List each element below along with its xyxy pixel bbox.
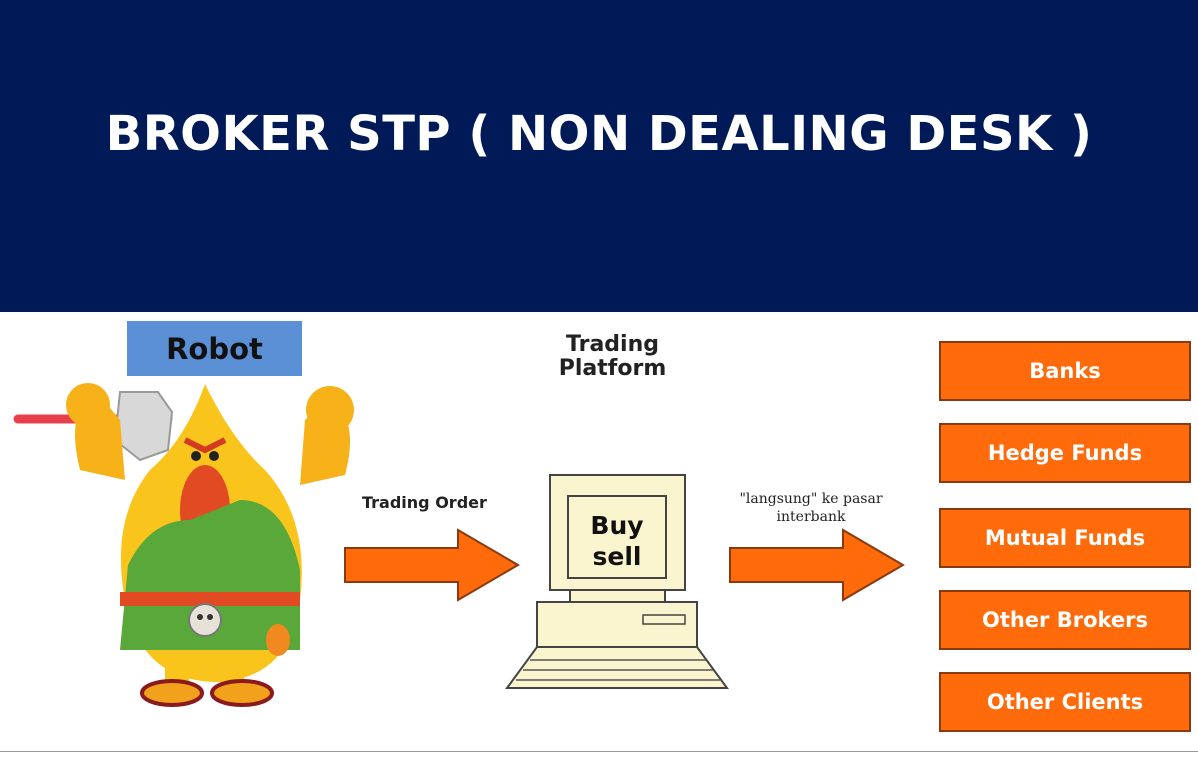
destination-other-clients: Other Clients — [939, 672, 1191, 732]
trading-platform-title: Trading Platform — [530, 333, 695, 381]
destination-other-brokers: Other Brokers — [939, 590, 1191, 650]
screen-line-2: sell — [592, 542, 642, 571]
interbank-route-label: "langsung" ke pasar interbank — [722, 490, 900, 526]
route-line-2: interbank — [776, 509, 846, 525]
header-banner: BROKER STP ( NON DEALING DESK ) — [0, 0, 1198, 312]
platform-title-line-1: Trading — [566, 332, 659, 357]
bottom-divider — [0, 751, 1198, 758]
destination-mutual-funds: Mutual Funds — [939, 508, 1191, 568]
robot-label: Robot — [127, 321, 302, 376]
destination-hedge-funds: Hedge Funds — [939, 423, 1191, 483]
destination-banks: Banks — [939, 341, 1191, 401]
page-title: BROKER STP ( NON DEALING DESK ) — [105, 106, 1093, 162]
trading-order-arrow — [344, 528, 520, 602]
interbank-arrow — [729, 528, 905, 602]
screen-line-1: Buy — [590, 511, 644, 540]
screen-text: Buy sell — [572, 510, 662, 572]
route-line-1: "langsung" ke pasar — [739, 491, 883, 507]
trading-order-label: Trading Order — [362, 493, 487, 512]
platform-title-line-2: Platform — [558, 356, 667, 381]
